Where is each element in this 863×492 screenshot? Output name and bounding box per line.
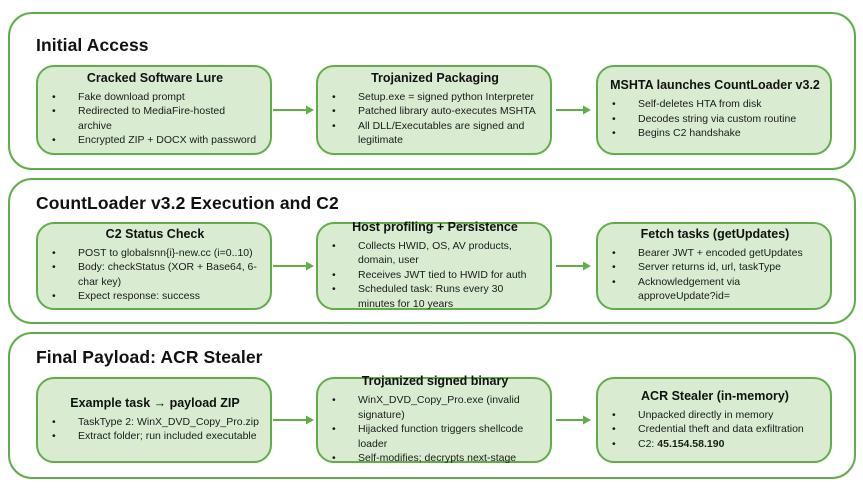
bullet-item-c2: C2: 45.154.58.190: [610, 437, 820, 452]
bullet-item: WinX_DVD_Copy_Pro.exe (invalid signature…: [330, 393, 540, 422]
bullet-item: Acknowledgement via approveUpdate?id=: [610, 275, 820, 304]
stage-row: C2 Status Check POST to globalsnn{i}-new…: [36, 219, 832, 311]
bullet-item: Bearer JWT + encoded getUpdates: [610, 246, 820, 261]
box-example-task-payload-zip: Example task → payload ZIP TaskType 2: W…: [36, 377, 272, 463]
section-initial-access: Initial Access Cracked Software Lure Fak…: [8, 12, 856, 170]
box-fetch-tasks-getupdates: Fetch tasks (getUpdates) Bearer JWT + en…: [596, 221, 832, 310]
bullet-list: Fake download prompt Redirected to Media…: [50, 90, 260, 148]
bullet-item: Scheduled task: Runs every 30 minutes fo…: [330, 282, 540, 311]
bullet-list: Collects HWID, OS, AV products, domain, …: [330, 239, 540, 311]
bullet-item: Setup.exe = signed python Interpreter: [330, 90, 540, 105]
bullet-item: Server returns id, url, taskType: [610, 260, 820, 275]
box-c2-status-check: C2 Status Check POST to globalsnn{i}-new…: [36, 221, 272, 310]
bullet-item: Patched library auto-executes MSHTA: [330, 104, 540, 119]
bullet-item: Encrypted ZIP + DOCX with password: [50, 133, 260, 148]
stage-title: Trojanized signed binary: [361, 374, 509, 389]
flow-arrow-icon: [552, 104, 596, 116]
section-countloader-execution-c2: CountLoader v3.2 Execution and C2 C2 Sta…: [8, 178, 856, 324]
bullet-item: Extract folder; run included executable: [50, 429, 260, 444]
box-acr-stealer-in-memory: ACR Stealer (in-memory) Unpacked directl…: [596, 377, 832, 463]
stage-title: ACR Stealer (in-memory): [641, 388, 789, 403]
stage-title: Cracked Software Lure: [86, 71, 224, 86]
box-trojanized-packaging: Trojanized Packaging Setup.exe = signed …: [316, 64, 552, 155]
bullet-item: Self-deletes HTA from disk: [610, 97, 820, 112]
bullet-list: Bearer JWT + encoded getUpdates Server r…: [610, 246, 820, 304]
bullet-item: Begins C2 handshake: [610, 126, 820, 141]
bullet-item: POST to globalsnn{i}-new.cc (i=0..10): [50, 246, 260, 261]
c2-label: C2:: [638, 437, 658, 450]
bullet-item: Body: checkStatus (XOR + Base64, 6-char …: [50, 260, 260, 289]
section-heading: CountLoader v3.2 Execution and C2: [36, 193, 339, 213]
stage-title: Host profiling + Persistence: [352, 219, 518, 234]
stage-title: C2 Status Check: [105, 227, 205, 242]
section-heading: Final Payload: ACR Stealer: [36, 347, 263, 367]
box-host-profiling-persistence: Host profiling + Persistence Collects HW…: [316, 219, 552, 311]
stage-title: Fetch tasks (getUpdates): [640, 227, 790, 242]
box-trojanized-signed-binary: Trojanized signed binary WinX_DVD_Copy_P…: [316, 374, 552, 466]
c2-ip-address: 45.154.58.190: [657, 437, 725, 450]
box-cracked-software-lure: Cracked Software Lure Fake download prom…: [36, 64, 272, 155]
bullet-item: Expect response: success: [50, 289, 260, 304]
bullet-item: All DLL/Executables are signed and legit…: [330, 119, 540, 148]
bullet-item: Self-modifies; decrypts next-stage: [330, 451, 540, 466]
stage-title: Example task → payload ZIP: [70, 396, 240, 411]
bullet-list: WinX_DVD_Copy_Pro.exe (invalid signature…: [330, 393, 540, 466]
section-heading: Initial Access: [36, 35, 149, 55]
flow-arrow-icon: [272, 260, 316, 272]
bullet-list: POST to globalsnn{i}-new.cc (i=0..10) Bo…: [50, 246, 260, 304]
bullet-item: Fake download prompt: [50, 90, 260, 105]
bullet-item: Unpacked directly in memory: [610, 408, 820, 423]
bullet-item: Receives JWT tied to HWID for auth: [330, 268, 540, 283]
stage-title: Trojanized Packaging: [371, 71, 499, 86]
bullet-item: Redirected to MediaFire-hosted archive: [50, 104, 260, 133]
stage-row: Example task → payload ZIP TaskType 2: W…: [36, 374, 832, 466]
flow-arrow-icon: [552, 260, 596, 272]
bullet-item: Collects HWID, OS, AV products, domain, …: [330, 239, 540, 268]
bullet-item: TaskType 2: WinX_DVD_Copy_Pro.zip: [50, 415, 260, 430]
box-mshta-launches-countloader: MSHTA launches CountLoader v3.2 Self-del…: [596, 64, 832, 155]
bullet-item: Credential theft and data exfiltration: [610, 422, 820, 437]
section-final-payload-acr-stealer: Final Payload: ACR Stealer Example task …: [8, 332, 856, 479]
bullet-item: Hijacked function triggers shellcode loa…: [330, 422, 540, 451]
stage-title: MSHTA launches CountLoader v3.2: [610, 78, 820, 93]
bullet-list: Self-deletes HTA from disk Decodes strin…: [610, 97, 820, 141]
bullet-list: Unpacked directly in memory Credential t…: [610, 408, 820, 452]
flow-arrow-icon: [552, 414, 596, 426]
stage-row: Cracked Software Lure Fake download prom…: [36, 63, 832, 156]
bullet-item: Decodes string via custom routine: [610, 112, 820, 127]
bullet-list: Setup.exe = signed python Interpreter Pa…: [330, 90, 540, 148]
flow-arrow-icon: [272, 104, 316, 116]
bullet-list: TaskType 2: WinX_DVD_Copy_Pro.zip Extrac…: [50, 415, 260, 444]
flow-arrow-icon: [272, 414, 316, 426]
